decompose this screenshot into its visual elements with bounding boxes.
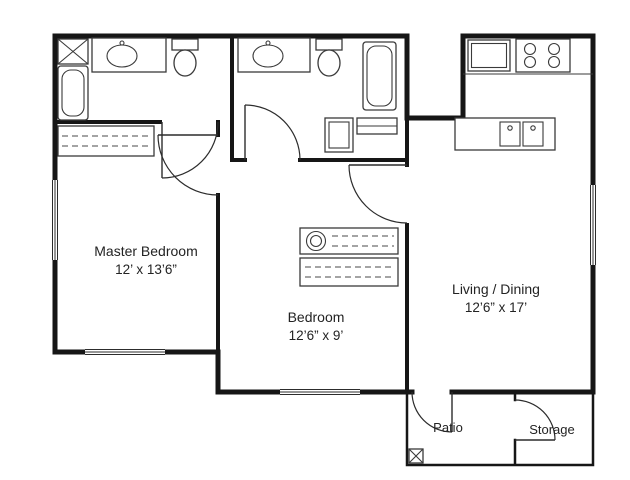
bedroom-label: Bedroom (288, 309, 345, 325)
utility-box (57, 38, 89, 65)
shelf-unit (356, 117, 398, 135)
toilet-master (171, 38, 199, 77)
linen-cabinet (324, 117, 354, 153)
vanity-sink-master (91, 37, 167, 73)
patio-label: Patio (433, 420, 463, 435)
storage-label: Storage (529, 422, 575, 437)
laundry-closet (299, 227, 399, 255)
hall-bathroom (237, 37, 398, 153)
closets (57, 125, 399, 287)
bedroom-closet (299, 257, 399, 287)
master-bedroom-label: Master Bedroom (94, 243, 197, 259)
kitchen-peninsula (454, 117, 556, 151)
ensuite-door (161, 121, 219, 179)
patio-step (408, 448, 424, 464)
bedroom-dimensions: 12’6” x 9’ (289, 328, 344, 343)
master-bathroom (57, 37, 199, 121)
living-dining-label: Living / Dining (452, 281, 540, 297)
toilet-hall (315, 38, 343, 77)
master-closet (57, 125, 155, 157)
master-bottom-window (85, 348, 165, 357)
refrigerator (467, 39, 511, 72)
hall-living-door (348, 164, 408, 224)
kitchen (454, 38, 593, 151)
stove (515, 38, 571, 73)
doors (157, 104, 556, 441)
living-dining-dimensions: 12’6” x 17’ (465, 300, 527, 315)
patio-walls (405, 390, 595, 467)
master-bedroom-door (157, 134, 219, 196)
hall-bathroom-door (244, 104, 301, 161)
patio-door (411, 391, 453, 433)
vanity-sink-hall (237, 37, 311, 73)
bathtub-hall (362, 41, 397, 111)
storage-door (514, 399, 556, 441)
windows (51, 180, 598, 397)
bathtub-master (57, 65, 89, 121)
labels: Master Bedroom 12’ x 13’6” Bedroom 12’6”… (94, 243, 575, 437)
living-right-window (589, 185, 598, 265)
bedroom-bottom-window (280, 388, 360, 397)
master-left-window (51, 180, 60, 260)
double-sink (499, 121, 544, 147)
interior-walls (53, 34, 409, 394)
master-bedroom-dimensions: 12’ x 13’6” (115, 262, 177, 277)
